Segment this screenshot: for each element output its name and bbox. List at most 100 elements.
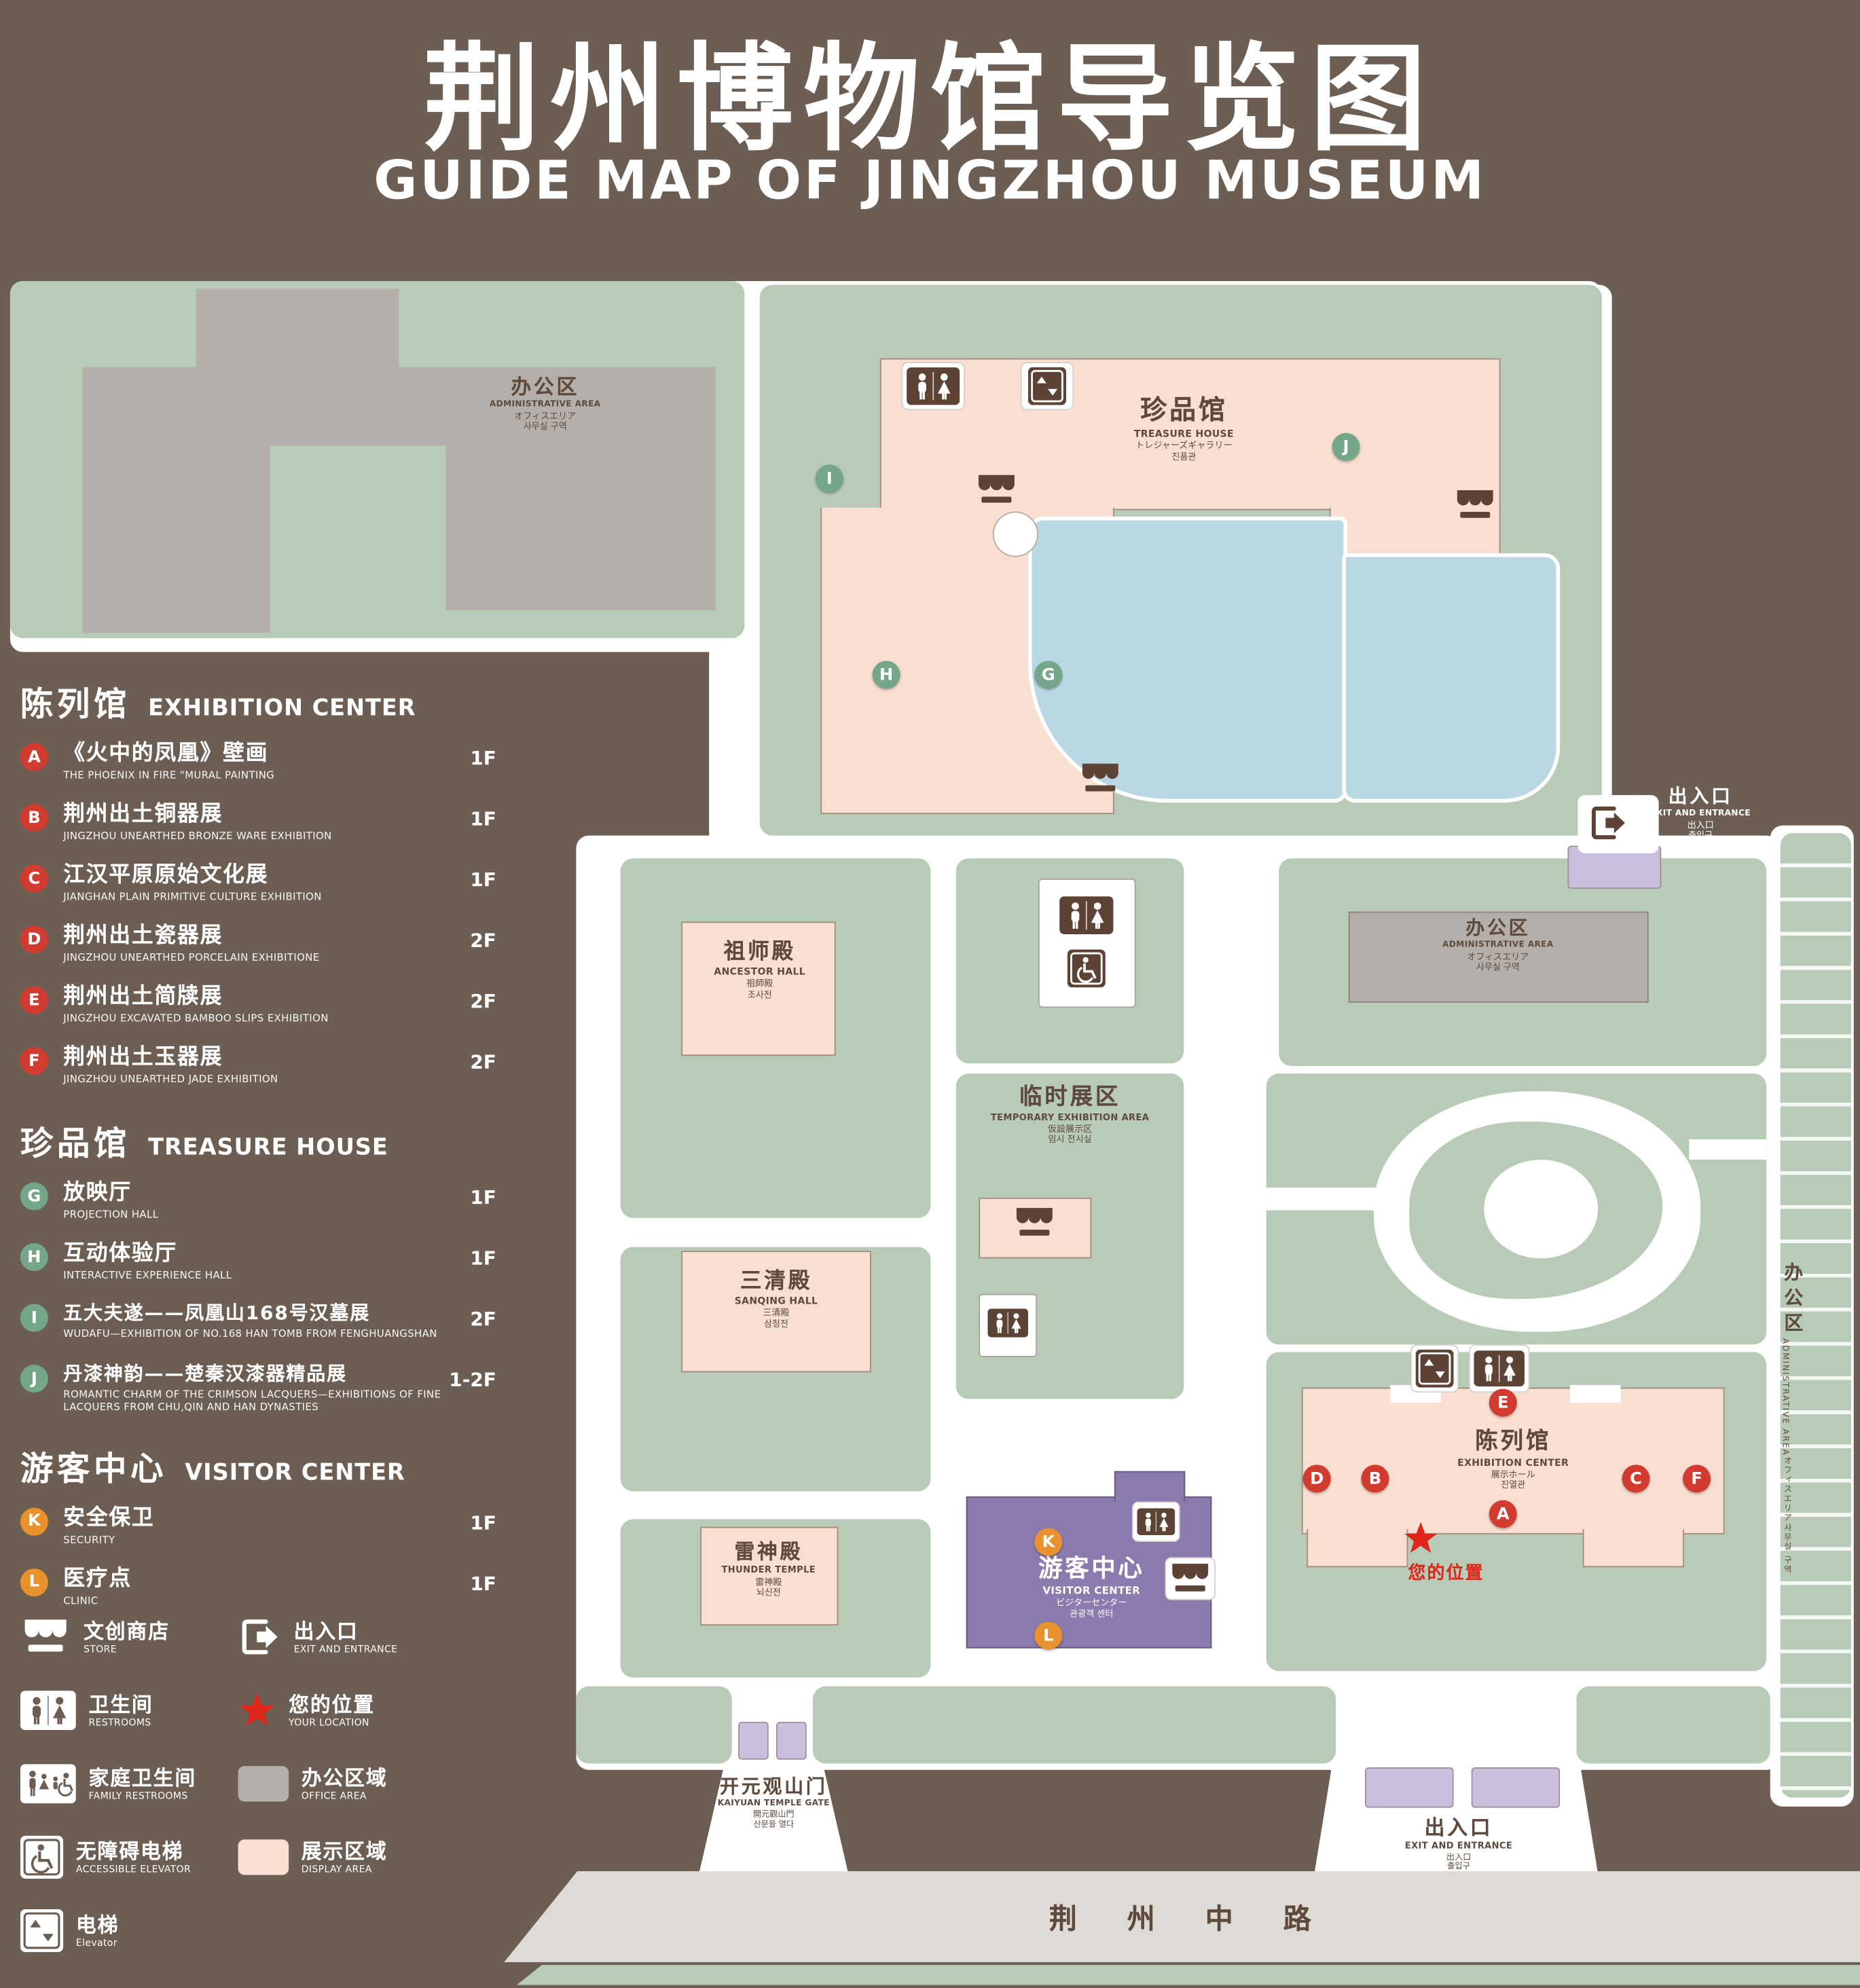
legend-item-H: H 互动体验厅 INTERACTIVE EXPERIENCE HALL 1F [20, 1240, 499, 1286]
road [504, 1871, 1860, 1963]
store-icon [20, 1618, 71, 1656]
section-title-en: TREASURE HOUSE [148, 1134, 388, 1161]
label-ko: 삼청전 [763, 1319, 789, 1329]
badge-I: I [20, 1304, 48, 1332]
map-badge-B: B [1361, 1465, 1389, 1493]
legend-item-floor: 2F [470, 1308, 496, 1331]
legend-icon-en: STORE [84, 1643, 117, 1655]
section-title-en: VISITOR CENTER [185, 1459, 405, 1486]
badge-K: K [20, 1507, 48, 1535]
legend-item-en: PROJECTION HALL [63, 1209, 159, 1221]
legend-item-floor: 1F [470, 1247, 496, 1270]
legend-item-A: A 《火中的凤凰》壁画 THE PHOENIX IN FIRE "MURAL P… [20, 741, 499, 786]
label-ko: 뇌신전 [756, 1587, 781, 1598]
legend-icon-en: YOUR LOCATION [289, 1716, 369, 1729]
your-location-star-icon [1403, 1522, 1438, 1554]
legend-item-floor: 1F [470, 1511, 496, 1534]
building-exhibition-foot-west [1307, 1529, 1408, 1568]
legend-icon-en: FAMILY RESTROOMS [88, 1790, 188, 1802]
badge-J: J [20, 1365, 48, 1393]
label-en: ADMINISTRATIVE AREA [1780, 1338, 1791, 1456]
legend-icon-zh: 卫生间 [88, 1692, 153, 1717]
label-en: EXIT AND ENTRANCE [1650, 807, 1751, 818]
legend-item-zh: 荆州出土简牍展 [63, 983, 223, 1010]
label-zh: 雷神殿 [734, 1539, 803, 1564]
label-en: TEMPORARY EXHIBITION AREA [990, 1112, 1150, 1123]
label-en: KAIYUAN TEMPLE GATE [717, 1797, 830, 1808]
label-zh: 办公区 [1465, 916, 1531, 940]
label-ko: 조사전 [747, 989, 772, 1000]
store-icon [1079, 762, 1122, 794]
building-thunder-temple [700, 1526, 839, 1626]
ancestor-hall-label: 祖师殿 ANCESTOR HALL 祖師殿 조사전 [684, 940, 836, 1001]
label-ja: 祖師殿 [746, 979, 773, 989]
visitor-center-label: 游客中心 VISITOR CENTER ビジターセンター 관광객 센터 [996, 1555, 1186, 1619]
page-title: 荆州博物馆导览图 [423, 31, 1437, 168]
label-ja: トレジャーズギャラリー [1135, 441, 1233, 452]
gate-pylon [738, 1721, 769, 1760]
store-icon [975, 473, 1018, 506]
legend-item-floor: 1F [470, 868, 496, 891]
admin-strip-label: 办公区 ADMINISTRATIVE AREA オフィスエリア 사무실 구역 [1781, 1240, 1851, 1595]
road-name-label: 荆 州 中 路 [1048, 1904, 1332, 1936]
legend-item-zh: 江汉平原原始文化展 [63, 862, 269, 888]
legend-item-en: JINGZHOU UNEARTHED JADE EXHIBITION [63, 1073, 278, 1086]
sanqing-hall-label: 三清殿 SANQING HALL 三清殿 삼청전 [700, 1268, 852, 1329]
pond-west [1028, 516, 1347, 803]
map-badge-G: G [1034, 661, 1063, 689]
label-zh: 珍品馆 [1140, 394, 1228, 426]
legend-item-zh: 五大夫遂——凤凰山168号汉墓展 [63, 1301, 371, 1325]
label-en: ANCESTOR HALL [714, 966, 806, 978]
legend-icon-en: Elevator [75, 1937, 117, 1949]
legend-icon-en: EXIT AND ENTRANCE [293, 1643, 398, 1655]
exit-icon [238, 1615, 281, 1658]
restroom-icon [1059, 896, 1114, 934]
map-badge-K: K [1034, 1528, 1063, 1556]
family-restroom-icon [20, 1763, 76, 1804]
display-area-swatch [238, 1839, 289, 1875]
label-ko: 진열관 [1501, 1479, 1526, 1490]
label-ja: 雷神殿 [755, 1577, 782, 1587]
pond-east [1342, 553, 1561, 803]
entrance-structure-east [1471, 1767, 1561, 1808]
legend-item-en: JINGZHOU UNEARTHED BRONZE WARE EXHIBITIO… [63, 830, 332, 843]
map-badge-H: H [872, 661, 900, 689]
label-zh: 开元观山门 [719, 1775, 828, 1798]
legend-item-zh: 安全保卫 [63, 1505, 155, 1530]
legend-icon-en: OFFICE AREA [301, 1790, 367, 1802]
building-exhibition-foot-east [1582, 1529, 1684, 1568]
label-en: EXHIBITION CENTER [1457, 1456, 1569, 1469]
restroom-icon [1474, 1350, 1525, 1388]
exhibition-center-label: 陈列馆 EXHIBITION CENTER 展示ホール 진열관 [1412, 1428, 1614, 1490]
legend-icon-zh: 您的位置 [289, 1692, 375, 1717]
legend-item-K: K 安全保卫 SECURITY 1F [20, 1505, 499, 1550]
legend-section-visitor-header: 游客中心 VISITOR CENTER [20, 1443, 499, 1490]
label-ko: 사무실 구역 [1476, 962, 1520, 973]
thunder-temple-label: 雷神殿 THUNDER TEMPLE 雷神殿 뇌신전 [693, 1539, 845, 1598]
legend-item-en: SECURITY [63, 1534, 115, 1546]
treasure-courtyard-circle [992, 511, 1038, 557]
legend-icon-zh: 电梯 [75, 1913, 120, 1937]
badge-F: F [20, 1047, 48, 1075]
section-title-zh: 珍品馆 [20, 1125, 131, 1164]
map-badge-D: D [1302, 1465, 1331, 1493]
legend-item-en: WUDAFU—EXHIBITION OF NO.168 HAN TOMB FRO… [63, 1327, 437, 1340]
legend-item-I: I 五大夫遂——凤凰山168号汉墓展 WUDAFU—EXHIBITION OF … [20, 1302, 499, 1347]
label-en: EXIT AND ENTRANCE [1404, 1841, 1513, 1852]
legend-item-zh: 《火中的凤凰》壁画 [63, 740, 269, 767]
accessible-elevator-icon [20, 1836, 63, 1879]
legend-item-floor: 1F [470, 1571, 496, 1595]
park-pond-center [1484, 1159, 1599, 1259]
label-ja: 出入口 [1446, 1852, 1472, 1862]
building-visitor-center-annex [1114, 1471, 1186, 1502]
label-zh: 出入口 [1424, 1815, 1493, 1840]
label-ja: オフィスエリア [514, 411, 577, 422]
label-ja: 開元觀山門 [752, 1809, 795, 1820]
legend-item-floor: 2F [470, 929, 496, 953]
map-badge-J: J [1332, 432, 1360, 461]
building-ancestor-hall [681, 921, 836, 1056]
